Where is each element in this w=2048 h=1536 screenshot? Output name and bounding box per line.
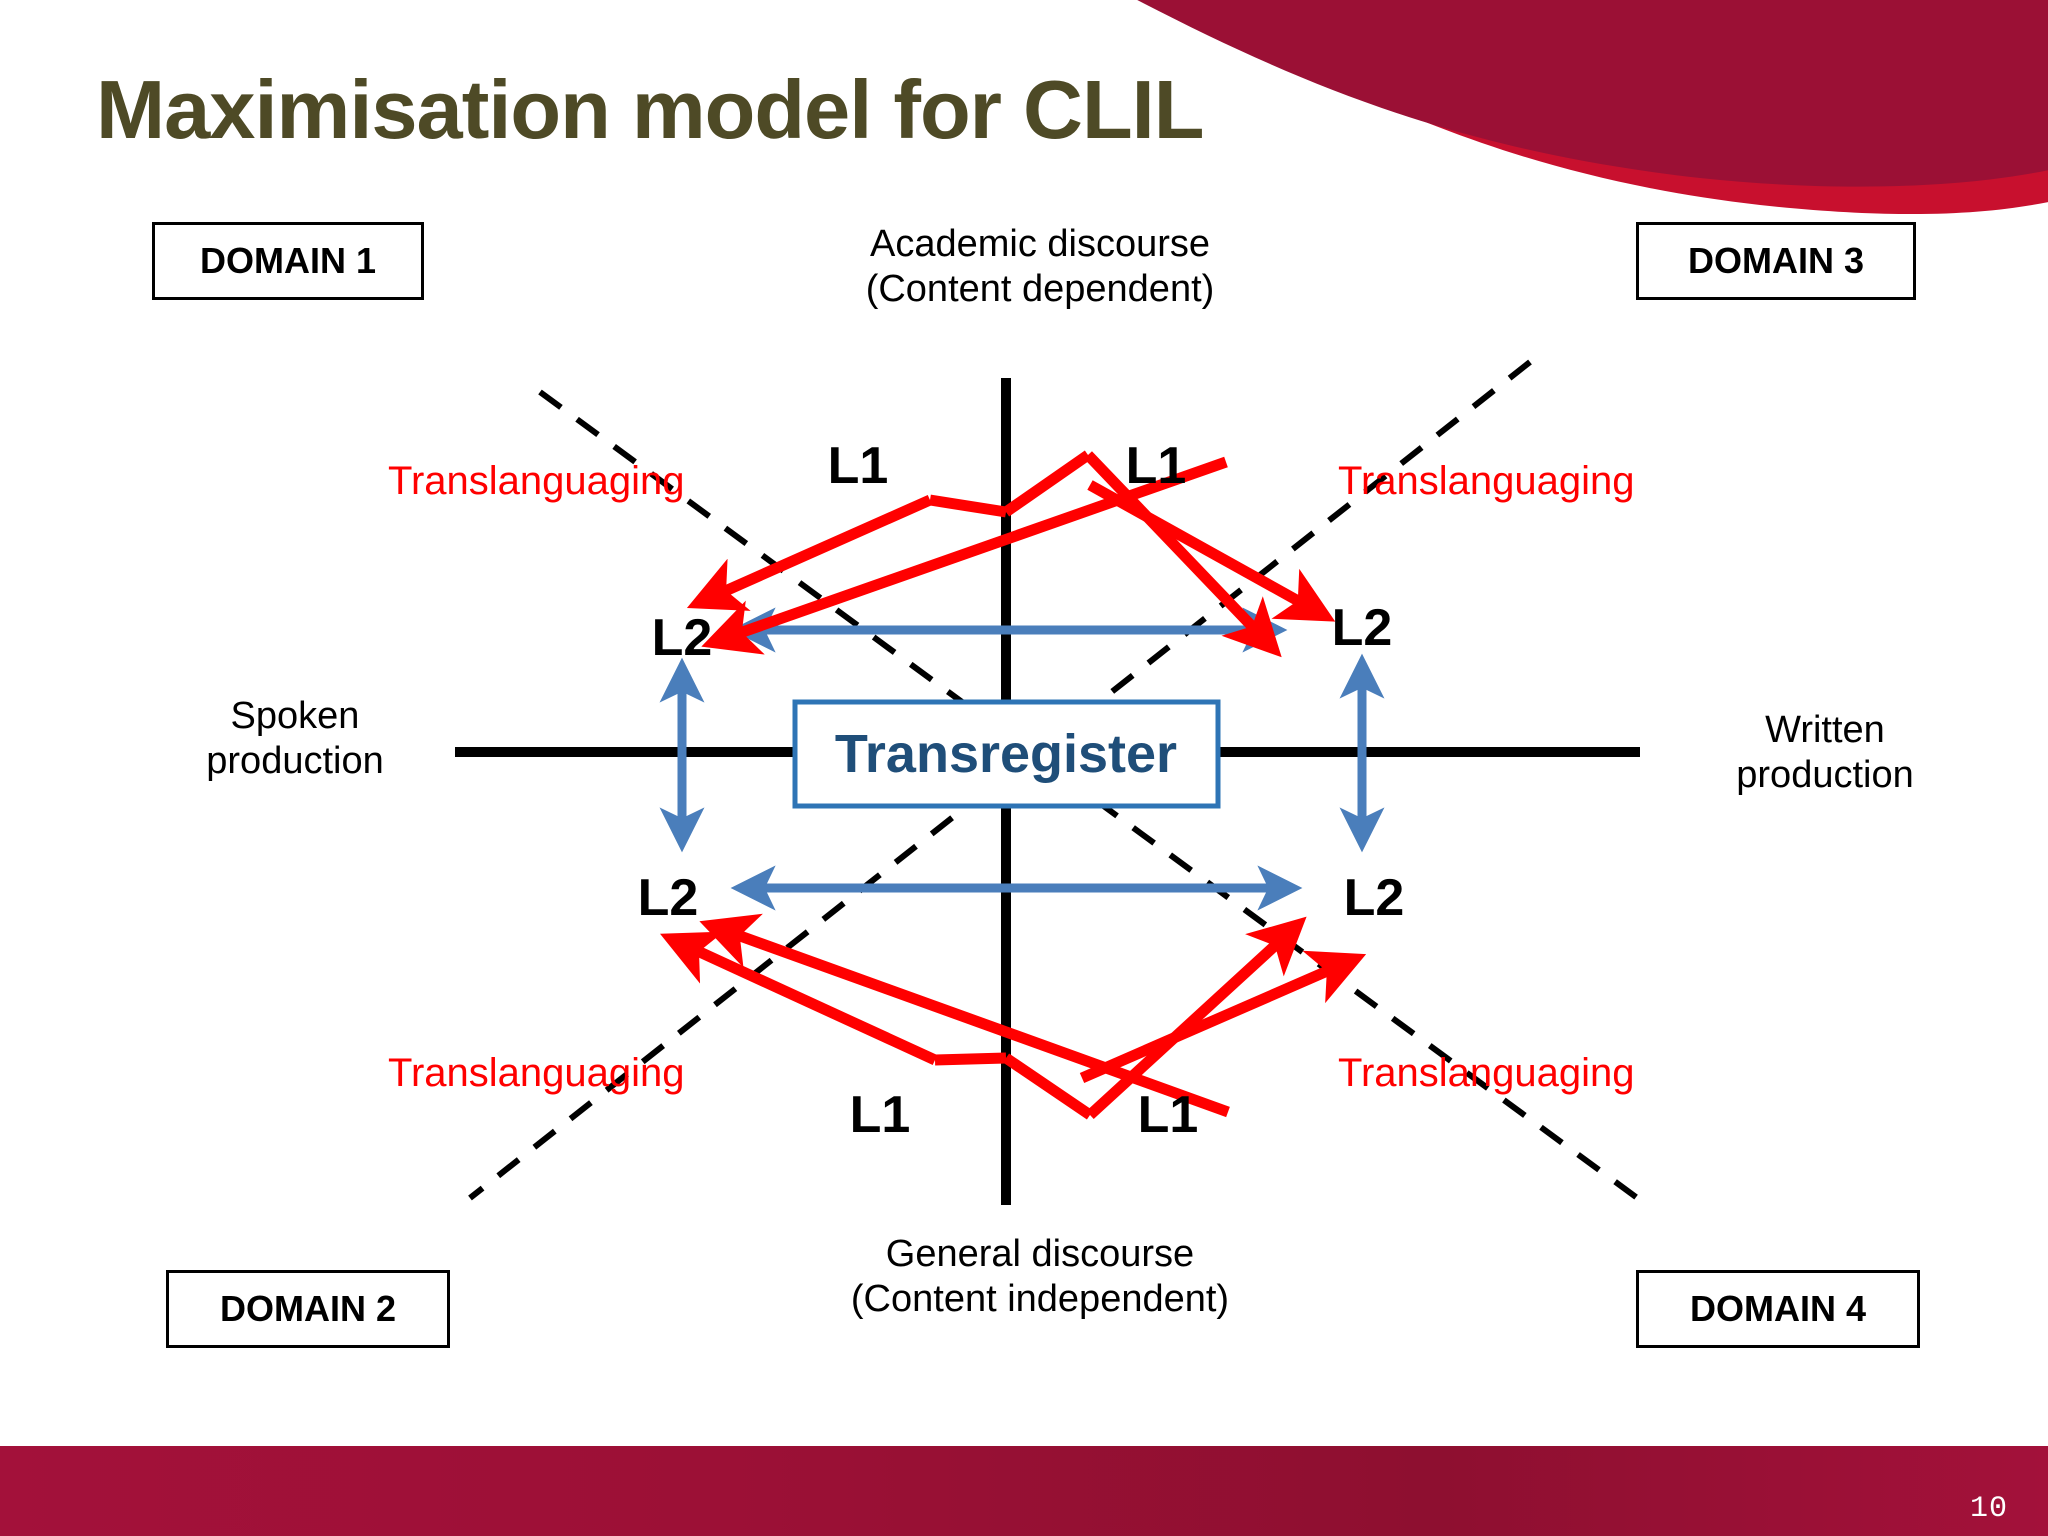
axis-label-left: Spoken production — [206, 695, 384, 782]
node-l1-bottom-right: L1 — [1138, 1086, 1199, 1144]
node-l2-lower-right: L2 — [1344, 869, 1405, 927]
axis-label-bottom: General discourse (Content independent) — [850, 1233, 1230, 1320]
node-l2-upper-right: L2 — [1332, 599, 1393, 657]
red-arrow-bottom-left-to-right-l2 — [1086, 916, 1307, 1120]
red-arrow-top-right-short — [1087, 480, 1336, 622]
node-l1-top-right: L1 — [1126, 437, 1187, 495]
translanguaging-label-top-right: Translanguaging — [1338, 459, 1635, 503]
transregister-box — [792, 699, 1221, 809]
translanguaging-label-bottom-left: Translanguaging — [388, 1051, 685, 1095]
red-arrow-bottom-right-to-left-l2 — [699, 913, 1230, 1118]
axis-label-right: Written production — [1736, 709, 1914, 796]
page-number: 10 — [1969, 1492, 2008, 1526]
translanguaging-label-bottom-right: Translanguaging — [1338, 1051, 1635, 1095]
footer-band — [0, 1446, 2048, 1536]
red-arrow-top-left-to-right-l2 — [1084, 451, 1282, 658]
node-l2-lower-left: L2 — [638, 869, 699, 927]
domain-box-3: DOMAIN 3 — [1636, 222, 1916, 300]
axis-label-top: Academic discourse (Content dependent) — [865, 223, 1215, 310]
red-crossing-limb-top-b — [929, 494, 1007, 518]
transregister-label: Transregister — [835, 724, 1177, 784]
red-arrow-top-left-short — [686, 494, 933, 611]
domain-box-4: DOMAIN 4 — [1636, 1270, 1920, 1348]
domain-box-2: DOMAIN 2 — [166, 1270, 450, 1348]
red-arrow-top-right-to-left-l2 — [701, 456, 1228, 655]
red-crossing-limb-bottom-b — [934, 1052, 1007, 1066]
red-crossing-limb-top-a — [1002, 450, 1092, 517]
translanguaging-label-top-left: Translanguaging — [388, 459, 685, 503]
diagonal-dashed-ne-sw — [468, 359, 1532, 1201]
red-arrow-bottom-right-short — [1079, 950, 1367, 1084]
node-l1-top-left: L1 — [828, 437, 889, 495]
node-l2-upper-left: L2 — [652, 609, 713, 667]
page-title: Maximisation model for CLIL — [96, 63, 1204, 156]
red-crossing-limb-bottom-a — [1002, 1053, 1094, 1120]
node-l1-bottom-left: L1 — [850, 1086, 911, 1144]
domain-box-1: DOMAIN 1 — [152, 222, 424, 300]
